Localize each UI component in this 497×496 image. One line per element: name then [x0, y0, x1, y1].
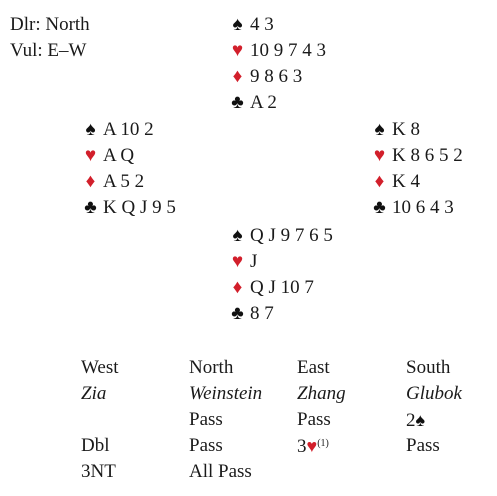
bid-east-1: Pass [297, 409, 331, 430]
south-clubs-cards: 8 7 [250, 303, 274, 324]
direction-north: North [189, 357, 234, 378]
heart-icon: ♥ [373, 145, 386, 166]
east-hearts-cards: K 8 6 5 2 [392, 145, 463, 166]
heart-icon: ♥ [306, 436, 318, 456]
north-spades-cards: 4 3 [250, 14, 274, 35]
south-hearts: ♥J [228, 249, 333, 275]
deal-info: Dlr: North Vul: E–W [10, 12, 90, 64]
player-north: Weinstein [189, 383, 263, 404]
player-west: Zia [81, 383, 107, 404]
player-east: Zhang [297, 383, 346, 404]
bid-south-1: 2♠ [406, 407, 425, 434]
club-icon: ♣ [84, 197, 97, 218]
direction-south: South [406, 357, 451, 378]
east-clubs: ♣ 10 6 4 3 [370, 195, 463, 221]
diamond-icon: ♦ [232, 66, 243, 87]
south-spades: ♠ Q J 9 7 6 5 [228, 223, 333, 249]
north-diamonds: ♦ 9 8 6 3 [228, 64, 326, 90]
west-spades-cards: A 10 2 [103, 119, 154, 140]
bid-north-1: Pass [189, 409, 223, 430]
west-diamonds: ♦ A 5 2 [81, 169, 176, 195]
bid-level: 2 [406, 410, 416, 431]
bid-south-2: Pass [406, 435, 440, 456]
club-icon: ♣ [373, 197, 386, 218]
heart-icon: ♥ [231, 251, 244, 272]
direction-east: East [297, 357, 330, 378]
heart-icon: ♥ [231, 40, 244, 61]
spade-icon: ♠ [232, 14, 243, 35]
bid-west-2: Dbl [81, 435, 110, 456]
west-spades: ♠ A 10 2 [81, 117, 176, 143]
north-diamonds-cards: 9 8 6 3 [250, 66, 303, 87]
west-diamonds-cards: A 5 2 [103, 171, 145, 192]
west-hearts: ♥ A Q [81, 143, 176, 169]
heart-icon: ♥ [84, 145, 97, 166]
east-hand: ♠ K 8 ♥ K 8 6 5 2 ♦ K 4 ♣ 10 6 4 3 [370, 117, 463, 221]
east-spades: ♠ K 8 [370, 117, 463, 143]
direction-west: West [81, 357, 119, 378]
bid-west-3: 3NT [81, 461, 116, 482]
north-hearts: ♥ 10 9 7 4 3 [228, 38, 326, 64]
south-hand: ♠Q J 9 7 6 5 ♥J ♦Q J 10 7 ♣8 7 [228, 223, 333, 327]
south-diamonds: ♦ Q J 10 7 [228, 275, 333, 301]
south-hearts-cards: J [250, 251, 258, 272]
west-hand: ♠ A 10 2 ♥ A Q ♦ A 5 2 ♣ K Q J 9 5 [81, 117, 176, 221]
west-clubs: ♣ K Q J 9 5 [81, 195, 176, 221]
east-clubs-cards: 10 6 4 3 [392, 197, 454, 218]
west-hearts-cards: A Q [103, 145, 135, 166]
spade-icon: ♠ [374, 119, 385, 140]
bid-east-2: 3♥(1) [297, 433, 329, 460]
vulnerability-label: Vul: E–W [10, 40, 87, 61]
north-clubs: ♣ A 2 [228, 90, 326, 116]
south-spades-cards: Q J 9 7 6 5 [250, 225, 333, 246]
footnote-marker: (1) [317, 438, 329, 449]
east-diamonds-cards: K 4 [392, 171, 420, 192]
east-spades-cards: K 8 [392, 119, 420, 140]
bid-north-3: All Pass [189, 461, 252, 482]
player-south: Glubok [406, 383, 462, 404]
diamond-icon: ♦ [232, 277, 243, 298]
bid-north-2: Pass [189, 435, 223, 456]
club-icon: ♣ [231, 92, 244, 113]
north-clubs-cards: A 2 [250, 92, 277, 113]
west-clubs-cards: K Q J 9 5 [103, 197, 176, 218]
east-diamonds: ♦ K 4 [370, 169, 463, 195]
spade-icon: ♠ [415, 410, 426, 430]
north-spades: ♠ 4 3 [228, 12, 326, 38]
diamond-icon: ♦ [374, 171, 385, 192]
club-icon: ♣ [231, 303, 244, 324]
north-hearts-cards: 10 9 7 4 3 [250, 40, 326, 61]
dealer-label: Dlr: North [10, 14, 90, 35]
east-hearts: ♥ K 8 6 5 2 [370, 143, 463, 169]
diamond-icon: ♦ [85, 171, 96, 192]
spade-icon: ♠ [232, 225, 243, 246]
south-clubs: ♣ 8 7 [228, 301, 333, 327]
bid-level: 3 [297, 436, 307, 457]
spade-icon: ♠ [85, 119, 96, 140]
north-hand: ♠ 4 3 ♥ 10 9 7 4 3 ♦ 9 8 6 3 ♣ A 2 [228, 12, 326, 116]
south-diamonds-cards: Q J 10 7 [250, 277, 314, 298]
